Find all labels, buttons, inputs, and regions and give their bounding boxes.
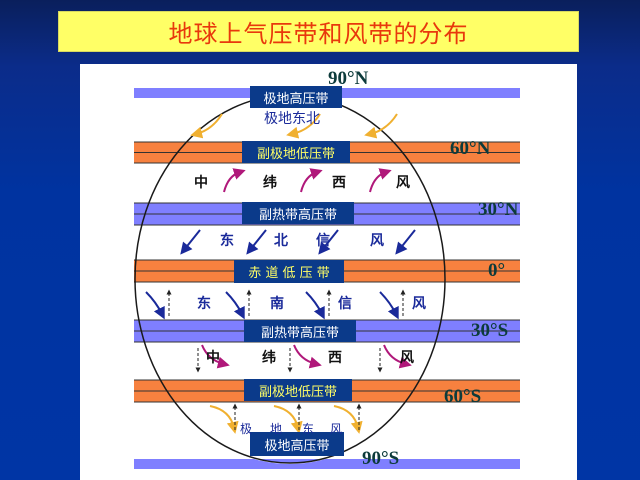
polar-easterly-s-char-2: 地 (270, 422, 283, 436)
belt-label-equatorial-low: 赤 道 低 压 带 (234, 260, 344, 283)
westerly-s-char-1: 中 (206, 350, 220, 366)
lat-60s: 60°S (444, 386, 482, 407)
belt-label-subpolar-low-s: 副极地低压带 (244, 379, 352, 401)
ne-trade-char-4: 风 (370, 233, 384, 249)
se-trade-char-4: 风 (412, 296, 426, 312)
belt-label-polar-high-s: 极地高压带 (250, 432, 344, 456)
se-trade-char-1: 东 (197, 296, 211, 312)
westerly-s-char-4: 风 (400, 350, 414, 366)
title-bar: 地球上气压带和风带的分布 (58, 11, 579, 52)
belt-label-subtropical-high-s: 副热带高压带 (244, 320, 356, 342)
lat-0: 0° (488, 260, 506, 281)
westerly-n-char-4: 风 (396, 175, 410, 191)
lat-30s: 30°S (471, 320, 509, 341)
westerly-n-char-3: 西 (332, 175, 346, 191)
ne-trade-char-1: 东 (220, 233, 234, 249)
polar-easterly-s-char-3: 东 (302, 422, 315, 436)
polar-easterly-s-char-4: 风 (330, 422, 343, 436)
diagram-panel: 极地高压带 副极地低压带 副热带高压带 赤 道 低 压 带 副热带高压带 副极地… (80, 64, 577, 480)
ne-trade-char-3: 信 (316, 233, 330, 249)
lat-60n: 60°N (450, 138, 491, 159)
se-trade-char-2: 南 (270, 296, 284, 312)
lat-90n: 90°N (328, 68, 369, 89)
polar-easterly-s-char-1: 极 (240, 422, 253, 436)
wind-label-polar-easterly-n: 极地东北 (264, 111, 320, 127)
westerly-n-char-2: 纬 (263, 175, 277, 191)
belt-label-polar-high-n: 极地高压带 (250, 86, 342, 108)
belt-label-subpolar-low-n: 副极地低压带 (242, 141, 350, 163)
lat-90s: 90°S (362, 448, 400, 469)
westerly-n-char-1: 中 (194, 175, 208, 191)
lat-30n: 30°N (478, 199, 519, 220)
belt-label-subtropical-high-n: 副热带高压带 (242, 202, 354, 224)
slide-title: 地球上气压带和风带的分布 (168, 20, 469, 48)
se-trade-char-3: 信 (338, 296, 352, 312)
ne-trade-char-2: 北 (274, 233, 288, 249)
westerly-s-char-2: 纬 (262, 350, 276, 366)
westerly-s-char-3: 西 (328, 350, 342, 366)
